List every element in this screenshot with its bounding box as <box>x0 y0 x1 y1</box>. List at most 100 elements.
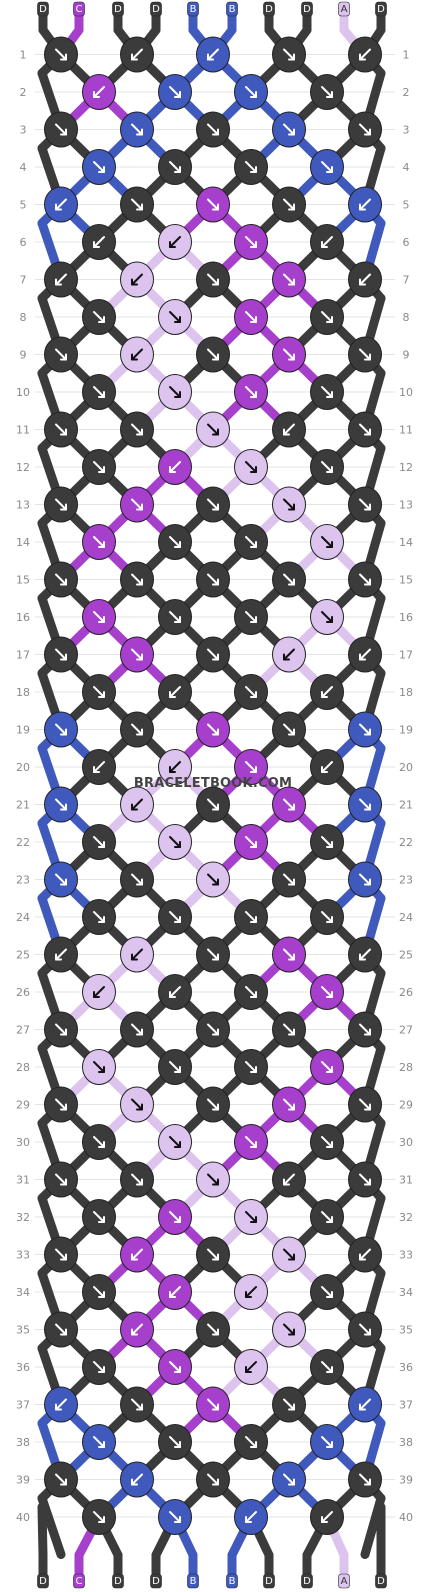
knot <box>44 1236 78 1273</box>
arrow-down-right-icon <box>359 1473 371 1486</box>
arrow-down-right-icon <box>93 311 105 323</box>
arrow-down-right-icon <box>93 1511 105 1523</box>
knot <box>158 899 192 935</box>
arrow-down-right-icon <box>359 873 371 886</box>
arrow-down-right-icon <box>283 1398 295 1411</box>
knot <box>348 1011 382 1048</box>
arrow-down-right-icon <box>283 273 295 286</box>
knot <box>196 36 230 73</box>
strand-bottom-stub <box>37 1502 48 1560</box>
arrow-down-right-icon <box>169 86 181 98</box>
knot <box>120 261 154 298</box>
row-number-left: 4 <box>20 161 27 174</box>
strand-label-top: D <box>301 1 313 17</box>
arrow-down-right-icon <box>93 1286 105 1298</box>
row-number-right: 16 <box>399 611 413 624</box>
knot <box>310 1424 344 1460</box>
row-number-left: 36 <box>16 1361 30 1374</box>
arrow-down-right-icon <box>359 1173 371 1186</box>
arrow-down-right-icon <box>283 498 295 511</box>
knot <box>310 824 344 860</box>
arrow-down-left-icon <box>321 761 333 773</box>
knot <box>348 111 382 148</box>
knot <box>196 486 230 523</box>
arrow-down-right-icon <box>359 123 371 136</box>
knot <box>82 1124 116 1160</box>
row-number-right: 25 <box>399 949 413 962</box>
knot <box>234 1424 268 1460</box>
arrow-down-right-icon <box>321 536 333 548</box>
strand-label-top: A <box>338 1 350 17</box>
knot <box>44 786 78 823</box>
arrow-down-right-icon <box>207 198 219 211</box>
arrow-down-right-icon <box>207 1398 219 1411</box>
knot <box>82 1499 116 1535</box>
knot <box>82 599 116 635</box>
strand-letter: D <box>152 1576 160 1587</box>
row-number-right: 27 <box>399 1024 413 1037</box>
row-number-right: 33 <box>399 1249 413 1262</box>
knot <box>234 899 268 935</box>
arrow-down-left-icon <box>169 236 181 248</box>
knot <box>272 36 306 73</box>
knot <box>348 36 382 73</box>
arrow-down-right-icon <box>169 311 181 323</box>
arrow-down-left-icon <box>359 948 371 961</box>
knot <box>234 149 268 185</box>
row-number-left: 22 <box>16 836 30 849</box>
knot <box>158 1124 192 1160</box>
knot <box>44 186 78 223</box>
arrow-down-right-icon <box>131 723 143 736</box>
knot <box>158 974 192 1010</box>
arrow-down-right-icon <box>207 873 219 886</box>
arrow-down-right-icon <box>207 1323 219 1336</box>
arrow-down-right-icon <box>321 911 333 923</box>
row-number-right: 40 <box>399 1511 413 1524</box>
arrow-down-right-icon <box>321 311 333 323</box>
arrow-down-right-icon <box>93 461 105 473</box>
row-number-right: 35 <box>399 1324 413 1337</box>
arrow-down-left-icon <box>131 273 143 286</box>
knot <box>196 1311 230 1348</box>
knot <box>272 1386 306 1423</box>
arrow-down-right-icon <box>93 911 105 923</box>
arrow-down-left-icon <box>131 48 143 61</box>
arrow-down-right-icon <box>131 873 143 886</box>
row-number-left: 37 <box>16 1399 30 1412</box>
knot <box>120 861 154 898</box>
knot <box>310 1349 344 1385</box>
arrow-down-right-icon <box>55 348 67 361</box>
knot <box>310 974 344 1010</box>
strand-label-bottom: D <box>375 1573 387 1589</box>
knot <box>310 674 344 710</box>
arrow-down-right-icon <box>321 1286 333 1298</box>
knot <box>120 1461 154 1498</box>
strand-letter: A <box>341 1576 348 1587</box>
arrow-down-left-icon <box>359 1248 371 1261</box>
knot <box>272 1311 306 1348</box>
knot <box>82 149 116 185</box>
knot <box>234 974 268 1010</box>
row-number-left: 5 <box>20 199 27 212</box>
arrow-down-right-icon <box>245 761 257 773</box>
knot <box>348 1461 382 1498</box>
knot <box>196 861 230 898</box>
row-number-right: 29 <box>399 1099 413 1112</box>
arrow-down-right-icon <box>169 1211 181 1223</box>
arrow-down-right-icon <box>55 573 67 586</box>
arrow-down-left-icon <box>131 1323 143 1336</box>
arrow-down-left-icon <box>245 1361 257 1373</box>
row-number-left: 16 <box>16 611 30 624</box>
knot <box>348 1086 382 1123</box>
arrow-down-right-icon <box>93 161 105 173</box>
arrow-down-right-icon <box>55 423 67 436</box>
arrow-down-right-icon <box>55 798 67 811</box>
arrow-down-right-icon <box>283 1323 295 1336</box>
arrow-down-right-icon <box>55 48 67 61</box>
arrow-down-left-icon <box>55 273 67 286</box>
knot <box>44 336 78 373</box>
knot <box>44 36 78 73</box>
knot <box>120 786 154 823</box>
knot <box>82 74 116 110</box>
